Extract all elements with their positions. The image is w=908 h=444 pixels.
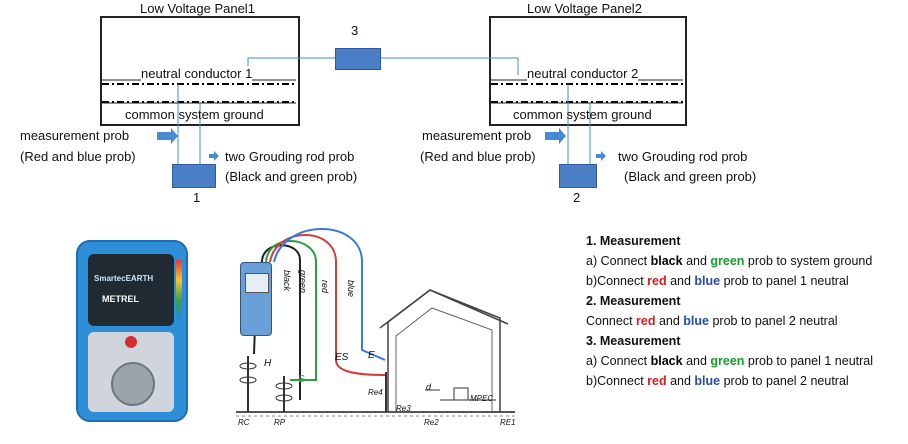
panel1-title: Low Voltage Panel1 bbox=[140, 1, 255, 16]
probe-s-label: S bbox=[298, 374, 305, 385]
step1a-text: a) Connect black and green prob to syste… bbox=[586, 254, 873, 268]
device-start-button bbox=[125, 336, 137, 348]
probe-e-label: E bbox=[368, 350, 375, 361]
left-measurement-prob: measurement prob bbox=[20, 128, 130, 143]
step3-heading: 3. Measurement bbox=[586, 334, 681, 348]
setup-meter-screen bbox=[245, 273, 269, 293]
panel1-neutral-label: neutral conductor 1 bbox=[141, 66, 253, 81]
setup-meter bbox=[240, 262, 272, 336]
earth-tester-device: SmartecEARTH METREL bbox=[76, 240, 188, 422]
panel2-ground-label: common system ground bbox=[513, 107, 652, 122]
right-rod-prob: two Grouding rod prob bbox=[618, 149, 748, 164]
meter1-box bbox=[172, 164, 216, 188]
wire-label-black: black bbox=[282, 270, 292, 292]
re4-label: Re4 bbox=[368, 388, 383, 397]
re3-label: Re3 bbox=[396, 404, 411, 413]
meter2-label: 2 bbox=[573, 190, 581, 205]
step2-text: Connect red and blue prob to panel 2 neu… bbox=[586, 314, 838, 328]
right-measurement-colors: (Red and blue prob) bbox=[420, 149, 536, 164]
panel2-title: Low Voltage Panel2 bbox=[527, 1, 642, 16]
device-rotary-dial bbox=[111, 362, 155, 406]
re2-label: Re2 bbox=[424, 418, 439, 427]
wire-label-red: red bbox=[320, 280, 330, 294]
wire-label-blue: blue bbox=[346, 280, 356, 298]
probe-h-label: H bbox=[264, 358, 272, 369]
left-rod-colors: (Black and green prob) bbox=[225, 169, 358, 184]
distance-d-label: d bbox=[426, 382, 432, 392]
right-rod-colors: (Black and green prob) bbox=[624, 169, 757, 184]
step2-heading: 2. Measurement bbox=[586, 294, 681, 308]
left-rod-prob: two Grouding rod prob bbox=[225, 149, 355, 164]
rc-label: RC bbox=[238, 418, 250, 427]
re1-label: RE1 bbox=[500, 418, 516, 427]
meter3-label: 3 bbox=[351, 23, 359, 38]
mpec-label: MPEC bbox=[470, 394, 494, 403]
meter1-label: 1 bbox=[193, 190, 201, 205]
probe-es-label: ES bbox=[335, 352, 349, 363]
panel2-neutral-label: neutral conductor 2 bbox=[527, 66, 639, 81]
device-brand-label: METREL bbox=[102, 294, 139, 304]
device-screen-bezel: SmartecEARTH METREL bbox=[88, 254, 182, 326]
meter3-box bbox=[335, 48, 381, 70]
right-measurement-prob: measurement prob bbox=[422, 128, 532, 143]
meter2-box bbox=[559, 164, 597, 188]
step1-heading: 1. Measurement bbox=[586, 234, 681, 248]
rp-label: RP bbox=[274, 418, 286, 427]
step1b-text: b)Connect red and blue prob to panel 1 n… bbox=[586, 274, 849, 288]
device-rainbow-strip bbox=[176, 260, 182, 320]
step3a-text: a) Connect black and green prob to panel… bbox=[586, 354, 874, 368]
device-keypad bbox=[88, 332, 174, 412]
wire-label-green: green bbox=[298, 270, 308, 294]
device-model-label: SmartecEARTH bbox=[94, 274, 154, 283]
panel1-ground-label: common system ground bbox=[125, 107, 264, 122]
left-measurement-colors: (Red and blue prob) bbox=[20, 149, 136, 164]
step3b-text: b)Connect red and blue prob to panel 2 n… bbox=[586, 374, 849, 388]
